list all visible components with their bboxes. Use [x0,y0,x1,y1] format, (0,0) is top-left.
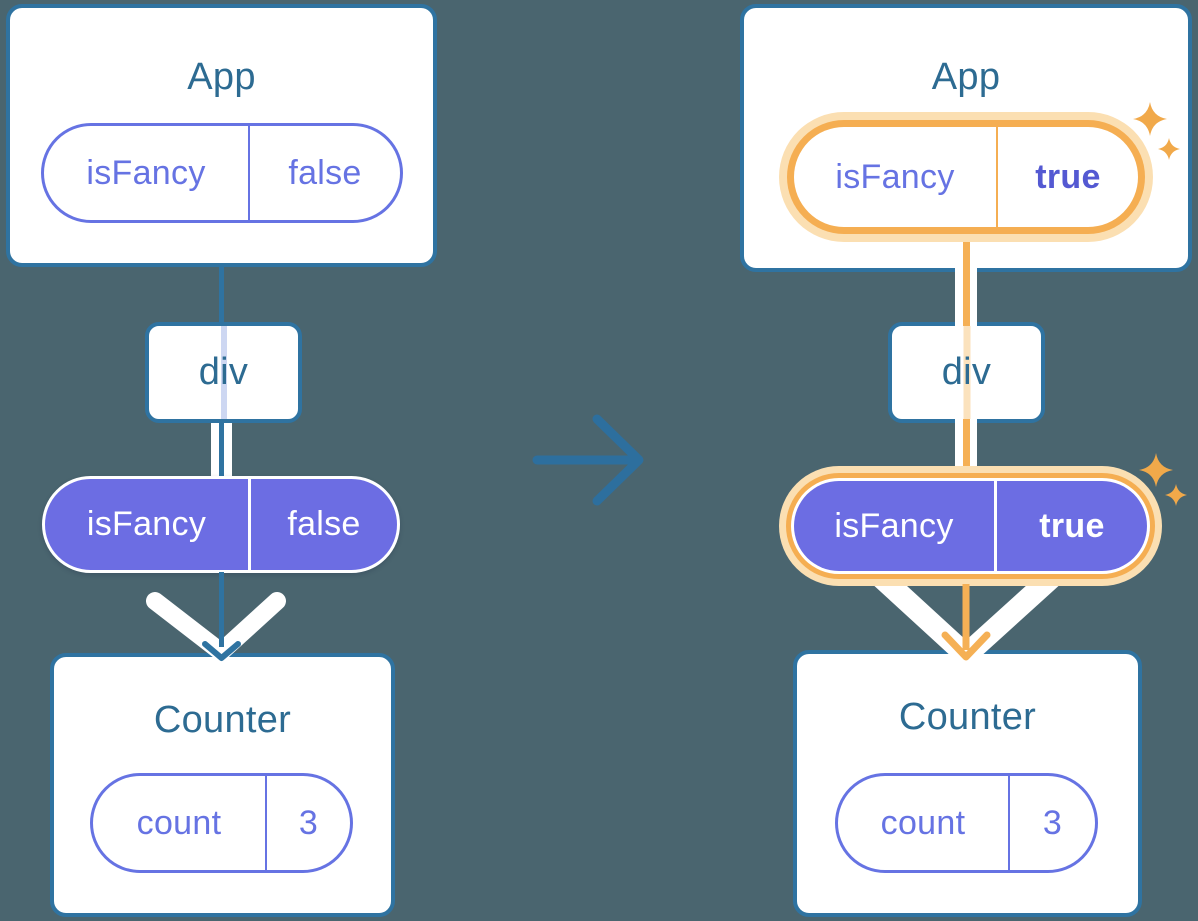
div-title: div [198,351,249,393]
counter-title: Counter [153,699,292,741]
render-arrow-icon [871,567,1062,666]
highlight-ring: isFancy true [787,120,1145,234]
edge-div-to-prop-after [955,419,977,469]
state-pill-app-before: isFancy false [41,123,403,223]
state-value: true [996,127,1138,227]
state-value: 3 [265,776,350,870]
state-key: count [880,803,966,842]
prop-pill-after-highlighted: isFancy true [779,466,1162,586]
edge-div-to-prop-before [211,423,232,478]
app-title: App [187,56,256,98]
render-arrow-icon [146,592,286,661]
div-card-before: div [145,322,302,423]
state-pill-counter-before: count 3 [90,773,353,873]
prop-pass-through-line-highlighted [963,326,970,419]
div-card-after: div [888,322,1045,423]
state-pill-app-after-highlighted: isFancy true [779,112,1153,242]
prop-value: true [994,481,1147,571]
prop-key: isFancy [834,506,954,545]
transition-arrow-icon [532,414,644,506]
edge-app-to-div-before [219,263,224,324]
div-title: div [941,351,992,393]
state-key: count [136,803,222,842]
state-value: false [248,126,400,220]
counter-title: Counter [898,696,1037,738]
app-title: App [931,56,1001,98]
prop-key: isFancy [86,505,207,543]
state-key: isFancy [86,153,206,192]
prop-pill-before: isFancy false [42,476,400,573]
state-value: 3 [1008,776,1095,870]
highlight-ring: isFancy true [786,473,1155,579]
edge-app-to-div-after [955,240,977,326]
prop-pass-through-line [220,326,227,419]
state-pill-counter-after: count 3 [835,773,1098,873]
sparkle-icon [1165,484,1187,506]
state-key: isFancy [835,157,955,196]
prop-value: false [248,479,397,570]
